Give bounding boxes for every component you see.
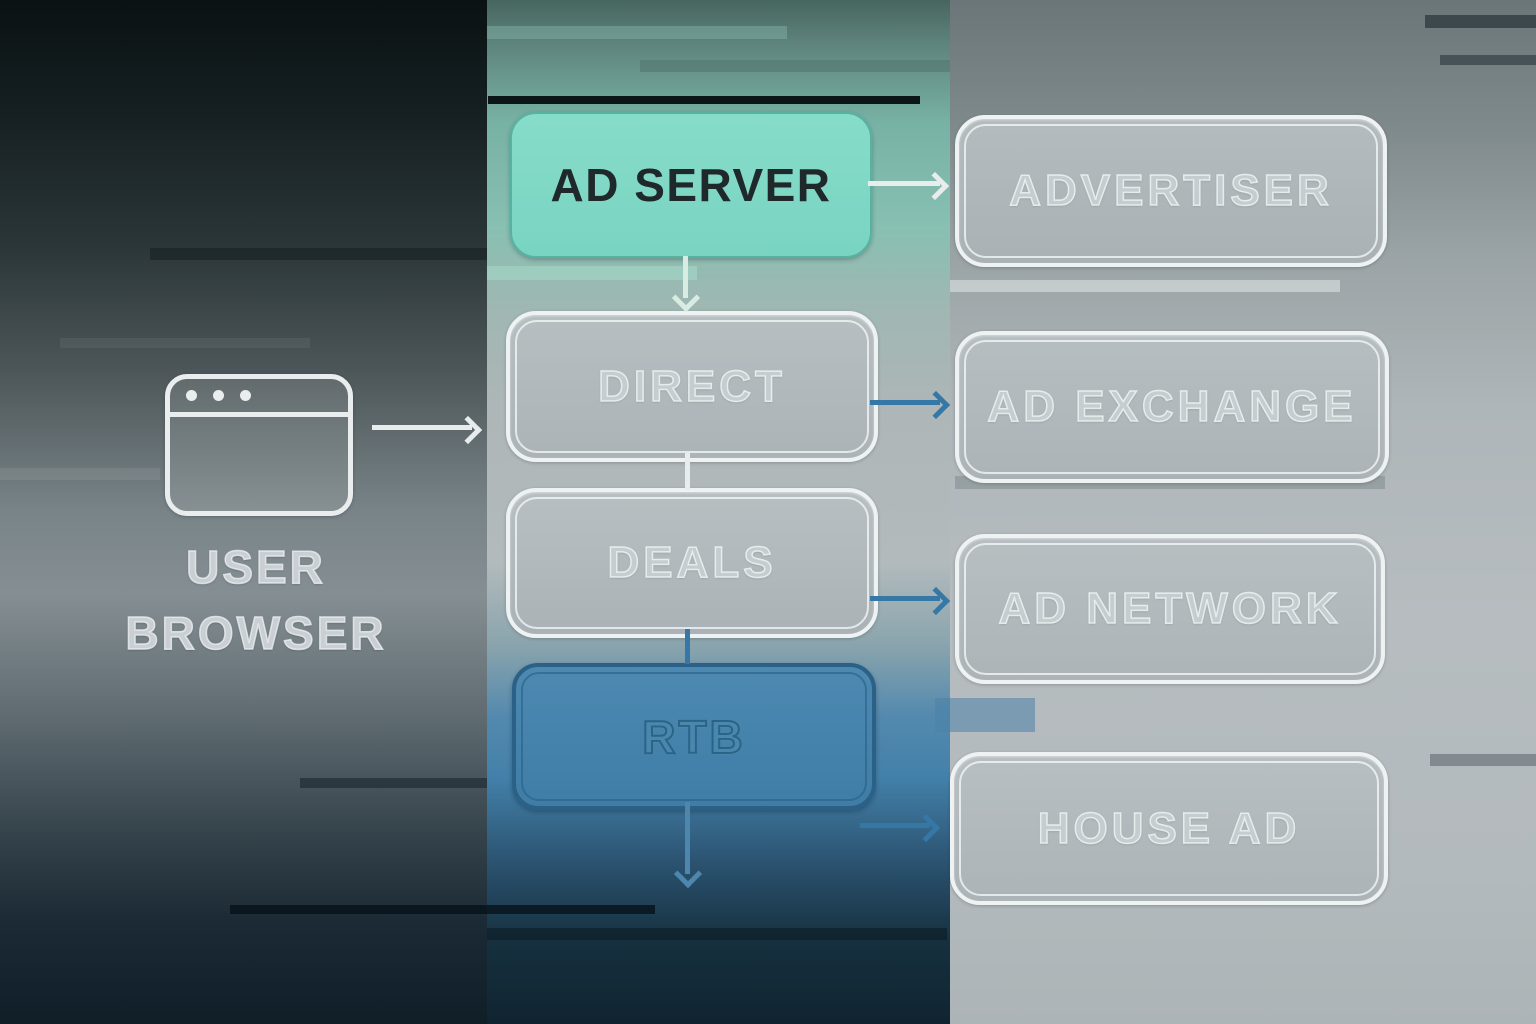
edge-deals-to-rtb-connector [685,629,690,664]
background-streak [150,248,487,260]
node-deals: DEALS [506,488,878,638]
background-streak [487,26,787,39]
node-ad-server: AD SERVER [510,112,872,258]
background-streak [0,468,160,480]
ad-exchange-label: AD EXCHANGE [987,381,1357,432]
browser-window-icon [165,374,353,516]
direct-label: DIRECT [597,361,786,412]
deals-label: DEALS [607,537,777,588]
node-rtb: RTB [512,663,876,810]
background-streak [1430,754,1536,766]
node-direct: DIRECT [506,311,878,462]
edge-adserver-to-direct-arrow [683,256,688,298]
edge-rtb-down-arrow [685,802,690,874]
background-streak [1425,15,1536,28]
background-streak [230,905,655,914]
browser-dot-icon [213,390,224,401]
edge-direct-to-adexchange-arrow [870,400,940,405]
background-streak [487,266,697,280]
edge-browser-to-direct-arrow [372,425,472,430]
node-house-ad: HOUSE AD [950,752,1388,905]
node-ad-exchange: AD EXCHANGE [955,331,1389,483]
background-streak [60,338,310,348]
node-ad-network: AD NETWORK [955,534,1385,684]
node-advertiser: ADVERTISER [955,115,1387,267]
background-streak [487,928,947,940]
user-browser-label-line2: BROWSER [125,606,387,660]
browser-dot-icon [186,390,197,401]
background-streak [640,60,950,72]
background-streak [950,280,1340,292]
edge-rtb-to-housead-arrow [860,823,930,828]
ad-server-label: AD SERVER [550,159,832,211]
house-ad-label: HOUSE AD [1037,803,1301,854]
user-browser-label-line1: USER [185,540,326,594]
top-divider-bar [488,96,920,104]
ad-network-label: AD NETWORK [998,583,1342,634]
edge-deals-to-adnetwork-arrow [870,596,940,601]
background-streak [1440,55,1536,65]
edge-direct-to-deals-connector [685,453,690,490]
edge-adserver-to-advertiser-arrow [868,181,940,186]
browser-titlebar [170,379,348,417]
browser-dot-icon [240,390,251,401]
advertiser-label: ADVERTISER [1008,165,1333,216]
rtb-label: RTB [641,710,746,764]
background-streak [935,698,1035,732]
user-browser-label: USER BROWSER [56,534,456,666]
background-streak [300,778,487,788]
